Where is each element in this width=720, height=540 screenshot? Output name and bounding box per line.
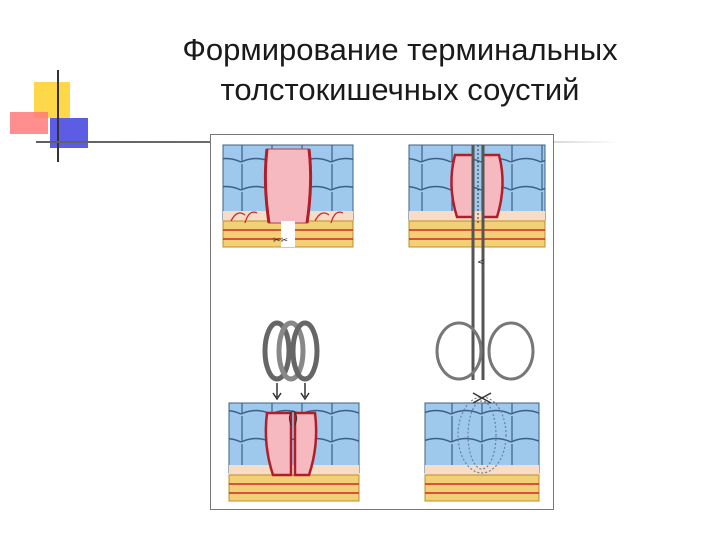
title-line-1: Формирование терминальных [182, 32, 618, 67]
slide-title: Формирование терминальных толстокишечных… [110, 30, 690, 110]
panel-cut-ends: ✂✂ [222, 144, 354, 248]
red-square [10, 112, 48, 134]
compression-ring [262, 320, 320, 382]
panel-anastomosis-complete [424, 392, 540, 502]
panel-ring-approach [228, 320, 360, 502]
blue-square [50, 118, 88, 148]
svg-text:<: < [477, 257, 485, 268]
title-line-2: толстокишечных соустий [220, 72, 580, 107]
slide-decoration [10, 70, 88, 162]
svg-text:✂✂: ✂✂ [273, 236, 289, 246]
surgical-illustration: ✂✂ < [210, 134, 554, 510]
panel-clamp-applied: < [408, 144, 546, 381]
